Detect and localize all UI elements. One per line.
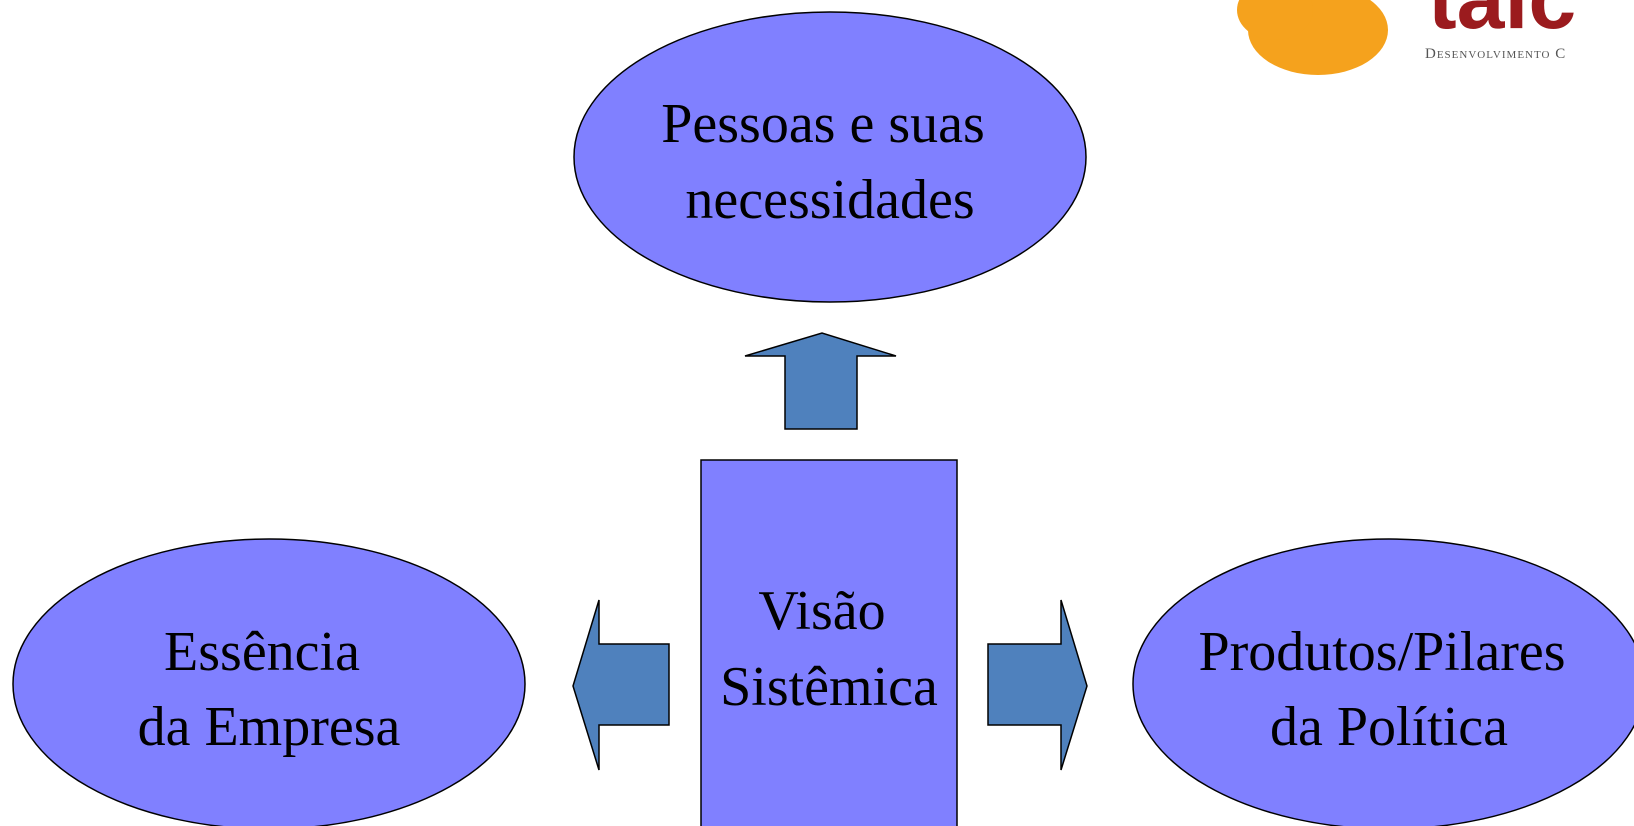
logo-subtitle: Desenvolvimento C [1425,46,1566,62]
node-center-line-2: Sistêmica [720,656,938,718]
node-left: Essência da Empresa [12,538,526,826]
node-right-ellipse [1132,538,1634,826]
logo-wordmark: talc [1428,0,1576,47]
node-right-label: Produtos/Pilares da Política [1198,621,1579,758]
node-left-line-1: Essência [164,621,360,683]
node-right-line-1: Produtos/Pilares [1198,621,1565,683]
node-center-label: Visão Sistêmica [720,580,938,718]
node-left-line-2: da Empresa [138,696,401,758]
arrow-left [572,599,670,771]
node-right: Produtos/Pilares da Política [1132,538,1634,826]
company-logo: talc Desenvolvimento C [1237,0,1576,75]
node-top: Pessoas e suas necessidades [573,11,1087,303]
node-center-box [700,459,958,826]
arrow-up [744,332,897,430]
node-right-line-2: da Política [1270,696,1508,758]
node-top-line-2: necessidades [685,169,974,231]
node-center-line-1: Visão [758,580,885,642]
node-left-ellipse [12,538,526,826]
node-top-line-1: Pessoas e suas [661,93,985,155]
node-top-ellipse [573,11,1087,303]
node-left-label: Essência da Empresa [138,621,401,758]
logo-orange-shape-2 [1237,0,1313,40]
node-center: Visão Sistêmica [700,459,958,826]
node-top-label: Pessoas e suas necessidades [661,93,999,231]
arrow-right [987,599,1088,771]
